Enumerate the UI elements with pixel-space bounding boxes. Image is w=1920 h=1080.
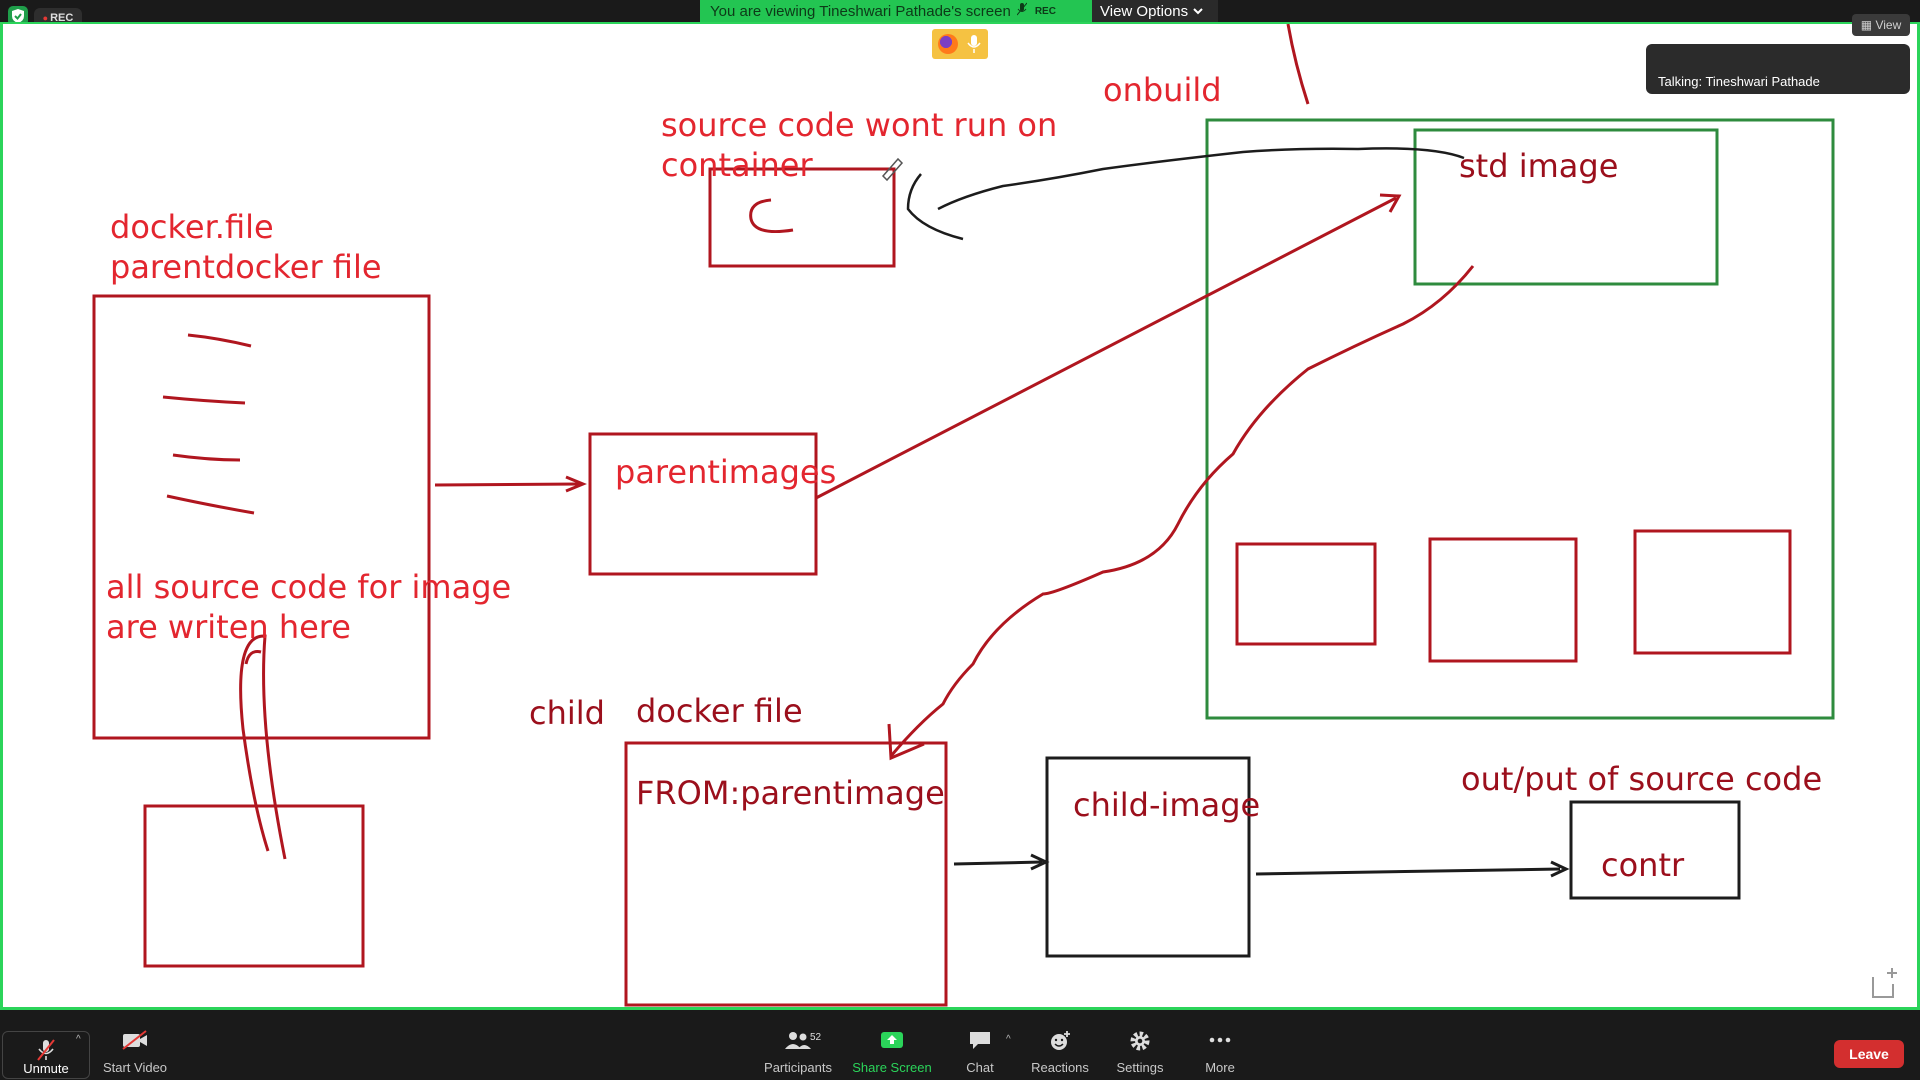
container-box-2 (1428, 537, 1578, 663)
output-source-label: out/put of source code (1461, 760, 1823, 798)
viewing-screen-banner: You are viewing Tineshwari Pathade's scr… (700, 0, 1092, 24)
chat-icon (970, 1032, 990, 1049)
scribble-line-2 (162, 395, 246, 405)
grid-view-icon: ▦ (1860, 18, 1873, 32)
child-label: child (529, 694, 605, 732)
arrow-to-parentimages (434, 482, 581, 487)
parentimages-box (588, 432, 818, 576)
leave-button[interactable]: Leave (1834, 1040, 1904, 1068)
chat-button[interactable]: Chat (960, 1010, 1000, 1080)
child-image-box (1045, 756, 1251, 958)
settings-label: Settings (1116, 1060, 1164, 1075)
arrow-to-contr (1255, 867, 1561, 876)
container-box-3 (1633, 529, 1792, 655)
expand-icon[interactable] (1872, 968, 1897, 998)
unmute-label: Unmute (23, 1061, 69, 1076)
participants-icon (785, 1032, 811, 1049)
child-docker-file-label: docker file (636, 692, 803, 730)
scribble-line-3 (172, 453, 241, 462)
participants-button[interactable]: 52 Participants (760, 1010, 836, 1080)
arrow-head-3 (887, 723, 925, 761)
arrow-head-2 (1379, 193, 1402, 213)
view-options-button[interactable]: View Options (1092, 0, 1218, 24)
arrow-head-4 (1030, 853, 1050, 871)
child-image-label: child-image (1073, 786, 1261, 824)
black-arrow-head (906, 173, 964, 241)
scribble-c (749, 198, 794, 234)
firefox-icon[interactable] (938, 34, 958, 54)
view-button[interactable]: ▦ View (1852, 14, 1910, 36)
docker-file-box (92, 294, 431, 740)
contr-label: contr (1601, 846, 1685, 884)
view-options-label: View Options (1100, 3, 1189, 20)
audio-options-caret-icon[interactable]: ^ (76, 1034, 81, 1045)
start-video-button[interactable]: Start Video (100, 1010, 170, 1080)
reactions-icon (1051, 1031, 1070, 1050)
annotation-toolbar[interactable] (932, 29, 988, 59)
start-video-label: Start Video (102, 1060, 168, 1075)
view-button-label: View (1875, 18, 1902, 32)
chat-label: Chat (966, 1060, 994, 1075)
onbuild-tick (1286, 24, 1310, 105)
container-box-top (708, 167, 896, 268)
chat-options-caret-icon[interactable]: ^ (1006, 1034, 1011, 1045)
from-parentimage-label: FROM:parentimage (636, 774, 945, 812)
chevron-down-icon (1192, 3, 1204, 20)
onbuild-frame (1205, 118, 1835, 720)
arrow-head-1 (565, 475, 587, 493)
more-button[interactable]: More (1190, 1010, 1250, 1080)
gear-icon (1130, 1031, 1150, 1051)
talking-indicator: Talking: Tineshwari Pathade (1646, 44, 1910, 94)
onbuild-label: onbuild (1103, 71, 1222, 109)
video-off-icon (122, 1030, 147, 1050)
mic-muted-icon (37, 1039, 55, 1061)
all-source-line1: all source code for image (106, 568, 512, 606)
curvy-line-std-to-from (889, 265, 1475, 757)
source-code-box (143, 804, 365, 968)
loop-arrow-tip (244, 650, 262, 665)
arrow-to-child-image (953, 860, 1043, 866)
mic-icon[interactable] (966, 33, 982, 55)
viewing-text: You are viewing Tineshwari Pathade's scr… (710, 3, 1011, 20)
mic-muted-icon (1016, 0, 1028, 24)
all-source-line2: are writen here (106, 608, 351, 646)
unmute-button[interactable]: Unmute (2, 1031, 90, 1079)
share-screen-label: Share Screen (852, 1060, 932, 1075)
rec-label: REC (50, 12, 74, 24)
parentdocker-file-label: parentdocker file (110, 248, 382, 286)
std-image-box (1413, 128, 1719, 286)
more-dots-icon (1209, 1037, 1231, 1043)
black-arrow-to-top-box (937, 147, 1465, 211)
loop-arrow (239, 634, 287, 860)
source-wont-run-line2: container (661, 146, 813, 184)
reactions-label: Reactions (1031, 1060, 1089, 1075)
child-docker-file-box (624, 741, 948, 1007)
container-box-1 (1235, 542, 1377, 646)
docker-file-label: docker.file (110, 208, 274, 246)
arrow-head-5 (1550, 860, 1570, 878)
viewing-rec-badge: REC (1034, 6, 1056, 17)
arrow-to-std-image (815, 196, 1397, 500)
reactions-button[interactable]: Reactions (1030, 1010, 1090, 1080)
meeting-toolbar: Unmute ^ Start Video 52 Participants Sha… (0, 1010, 1920, 1080)
share-screen-button[interactable]: Share Screen (852, 1010, 932, 1080)
source-wont-run-line1: source code wont run on (661, 106, 1058, 144)
security-shield-icon[interactable] (8, 6, 28, 26)
settings-button[interactable]: Settings (1110, 1010, 1170, 1080)
participants-count: 52 (810, 1032, 822, 1043)
pencil-cursor-icon (881, 157, 904, 182)
scribble-line-1 (187, 333, 252, 348)
share-screen-icon (881, 1032, 903, 1048)
participants-label: Participants (764, 1060, 832, 1075)
whiteboard-canvas (92, 24, 1897, 1007)
std-image-label: std image (1459, 147, 1619, 185)
scribble-line-4 (166, 494, 255, 515)
shared-screen: onbuild source code wont run on containe… (0, 22, 1920, 1010)
record-dot-icon: ● (42, 13, 49, 23)
parentimages-label: parentimages (615, 453, 837, 491)
more-label: More (1205, 1060, 1235, 1075)
contr-box (1569, 800, 1741, 900)
